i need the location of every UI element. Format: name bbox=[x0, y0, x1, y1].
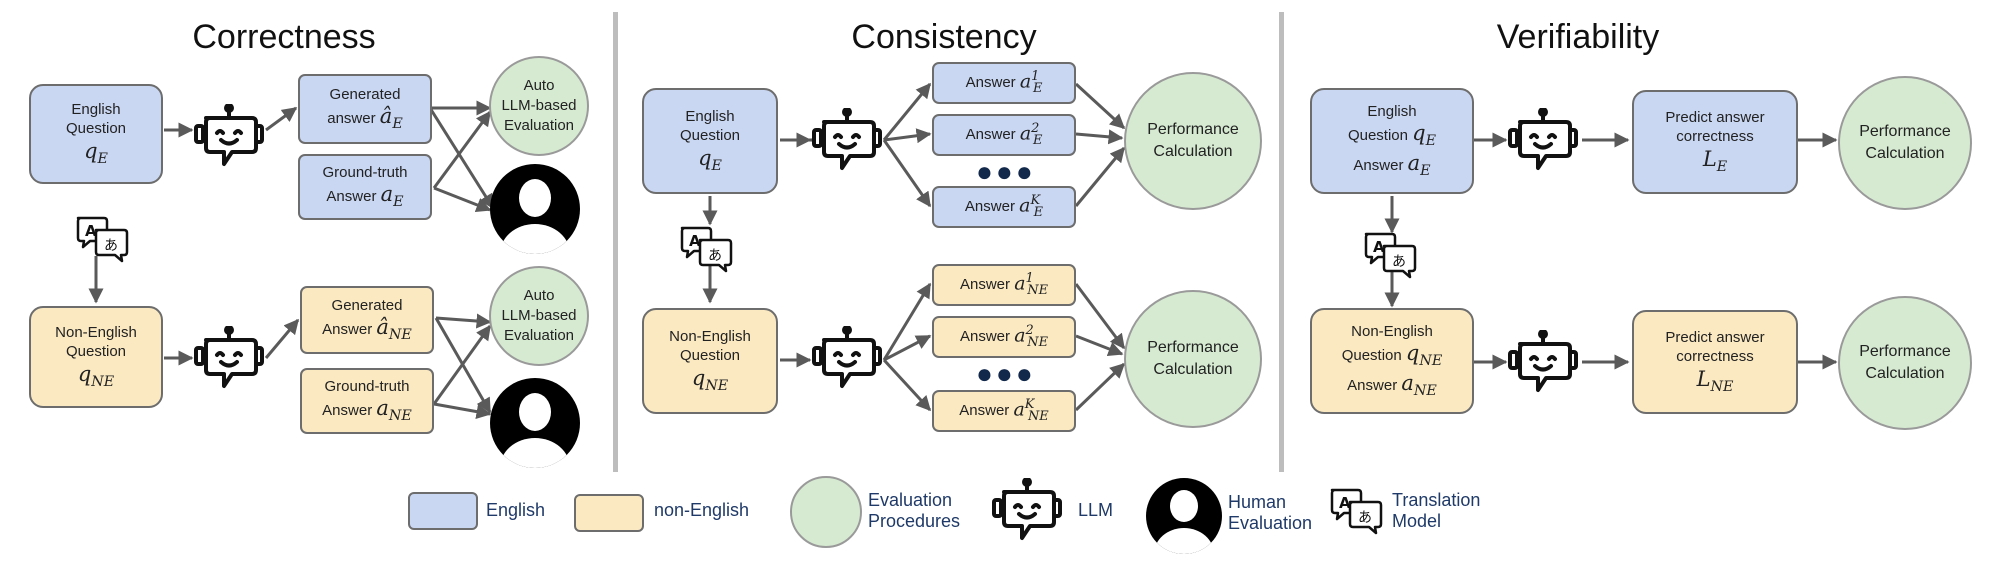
auto-evaluation-circle: Auto LLM-based Evaluation bbox=[489, 56, 589, 156]
non-english-question-box: Non-English Question qNE bbox=[29, 306, 163, 408]
section-title-correctness: Correctness bbox=[192, 18, 376, 56]
legend-human-icon bbox=[1146, 478, 1222, 554]
sampled-answer-box: Answer a2NE bbox=[932, 316, 1076, 358]
legend-non-english-swatch bbox=[574, 494, 644, 532]
sampled-answer-box: Answer a2E bbox=[932, 114, 1076, 156]
more-answers-ellipsis: ●●● bbox=[976, 156, 1036, 187]
svg-text:A: A bbox=[85, 222, 97, 240]
sampled-answer-box: Answer a1NE bbox=[932, 264, 1076, 306]
ground-truth-answer-box: Ground-truth Answer aNE bbox=[300, 368, 434, 434]
legend-non-english-label: non-English bbox=[654, 500, 750, 520]
sampled-answer-box: Answer a1E bbox=[932, 62, 1076, 104]
performance-calculation-circle: Performance Calculation bbox=[1124, 290, 1262, 428]
generated-answer-box: Generated Answer âNE bbox=[300, 286, 434, 354]
ground-truth-answer-box: Ground-truth Answer aE bbox=[298, 154, 432, 220]
legend-translation-icon: A あ bbox=[1330, 488, 1383, 535]
robot-icon bbox=[812, 108, 882, 170]
robot-icon bbox=[1508, 108, 1578, 170]
sampled-answer-box: Answer aKNE bbox=[932, 390, 1076, 432]
performance-calculation-circle: Performance Calculation bbox=[1124, 72, 1262, 210]
svg-text:あ: あ bbox=[104, 238, 118, 254]
translation-icon: A あ bbox=[680, 226, 733, 273]
auto-evaluation-circle: Auto LLM-based Evaluation bbox=[489, 266, 589, 366]
robot-icon bbox=[194, 104, 264, 166]
generated-answer-box: Generated answer âE bbox=[298, 74, 432, 144]
legend-llm-label: LLM bbox=[1078, 500, 1114, 520]
svg-text:A: A bbox=[1373, 238, 1385, 256]
translation-icon: A あ bbox=[76, 216, 129, 263]
sampled-answer-box: Answer aKE bbox=[932, 186, 1076, 228]
more-answers-ellipsis: ●●● bbox=[976, 358, 1036, 389]
performance-calculation-circle: Performance Calculation bbox=[1838, 296, 1972, 430]
svg-text:あ: あ bbox=[1358, 510, 1372, 526]
svg-text:あ: あ bbox=[708, 248, 722, 264]
human-evaluation-icon bbox=[490, 164, 580, 254]
svg-text:あ: あ bbox=[1392, 254, 1406, 270]
robot-icon bbox=[1508, 330, 1578, 392]
legend-english-swatch bbox=[408, 492, 478, 530]
performance-calculation-circle: Performance Calculation bbox=[1838, 76, 1972, 210]
robot-icon bbox=[194, 326, 264, 388]
english-question-box: English Question qE bbox=[642, 88, 778, 194]
predict-correctness-box: Predict answer correctness LE bbox=[1632, 90, 1798, 194]
translation-icon: A あ bbox=[1364, 232, 1417, 279]
english-question-answer-box: English Question qE Answer aE bbox=[1310, 88, 1474, 194]
section-divider bbox=[613, 12, 618, 472]
robot-icon bbox=[812, 326, 882, 388]
svg-text:A: A bbox=[1339, 494, 1351, 512]
section-divider bbox=[1279, 12, 1284, 472]
legend-robot-icon bbox=[992, 478, 1062, 540]
section-title-consistency: Consistency bbox=[851, 18, 1037, 56]
predict-correctness-box: Predict answer correctness LNE bbox=[1632, 310, 1798, 414]
section-title-verifiability: Verifiability bbox=[1496, 18, 1660, 56]
human-evaluation-icon bbox=[490, 378, 580, 468]
svg-text:A: A bbox=[689, 232, 701, 250]
non-english-question-box: Non-English Question qNE bbox=[642, 308, 778, 414]
non-english-question-answer-box: Non-English Question qNE Answer aNE bbox=[1310, 308, 1474, 414]
legend-english-label: English bbox=[486, 500, 546, 520]
legend-evaluation-swatch bbox=[790, 476, 862, 548]
english-question-box: English Question qE bbox=[29, 84, 163, 184]
